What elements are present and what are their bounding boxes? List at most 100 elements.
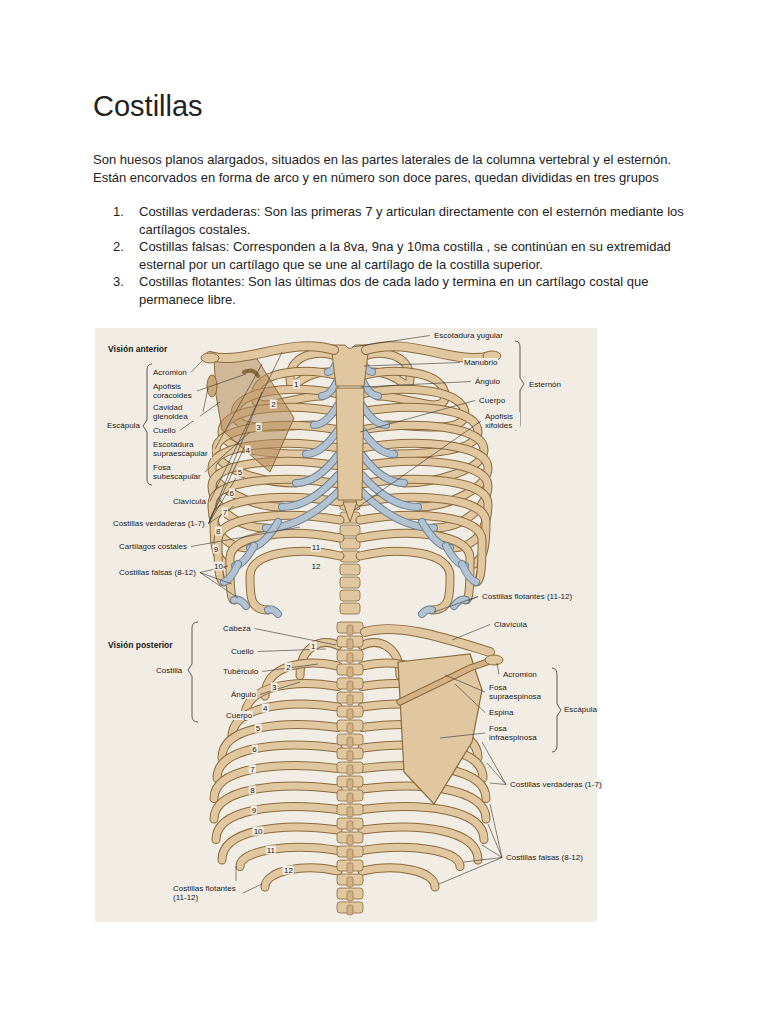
rib <box>360 425 484 483</box>
leader-line <box>482 742 506 785</box>
callout-number: 5 <box>255 724 261 733</box>
part-label: Apófisis coracoides <box>152 382 194 400</box>
spinous-process <box>347 905 353 915</box>
scapula <box>214 354 294 472</box>
spinous-process <box>347 751 353 761</box>
callout-number: 12 <box>283 866 294 875</box>
leader-line <box>497 663 499 675</box>
leader-line <box>445 675 485 692</box>
page-title: Costillas <box>93 89 203 123</box>
list-item: Costillas verdaderas: Son las primeras 7… <box>139 203 687 238</box>
rib-outline <box>362 847 460 866</box>
xiphoid-process <box>343 502 357 522</box>
rib <box>250 551 340 610</box>
cartilage-outline <box>314 405 338 425</box>
anterior-view <box>201 345 501 614</box>
bracket <box>552 668 561 752</box>
callout-number: 7 <box>249 765 255 774</box>
scapular-spine <box>400 661 490 702</box>
leader-line <box>490 783 506 785</box>
part-label: Cartílagos costales <box>118 542 188 551</box>
rib <box>360 551 450 610</box>
part-label: Fosa supraespinosa <box>488 683 546 701</box>
list-item: Costillas flotantes: Son las últimas dos… <box>139 273 687 308</box>
list-marker: 3. <box>113 273 124 291</box>
leader-line <box>243 884 262 893</box>
vertebra <box>340 590 360 601</box>
costal-cartilage <box>422 610 432 615</box>
costal-cartilage <box>362 405 386 425</box>
clavicle-outline <box>210 346 334 358</box>
sternum-body <box>336 388 364 500</box>
leader-line <box>455 684 485 713</box>
rib-outline <box>360 551 450 610</box>
callout-number: 10 <box>253 826 264 835</box>
leader-line <box>209 478 236 524</box>
leader-line <box>354 421 481 510</box>
group-label: Costillas flotantes (11-12) <box>481 592 573 601</box>
spinous-process <box>347 807 353 817</box>
illustration-ground <box>95 328 597 922</box>
callout-number: 1 <box>310 642 316 651</box>
posterior-view <box>214 622 503 915</box>
part-label: Acromion <box>502 670 538 679</box>
leader-line <box>434 597 478 613</box>
part-label: Ángulo <box>230 690 257 699</box>
list-item: Costillas falsas: Corresponden a la 8va,… <box>139 238 687 273</box>
callout-number: 9 <box>213 544 219 553</box>
part-label: Cuerpo <box>478 396 506 405</box>
leader-line <box>255 629 336 646</box>
cartilage-outline <box>362 430 394 454</box>
spinous-process <box>347 849 353 859</box>
callout-number: 6 <box>251 744 257 753</box>
leader-line <box>439 858 502 885</box>
callout-number: 8 <box>249 785 255 794</box>
part-label: Espina <box>488 708 514 717</box>
leader-line <box>487 763 506 785</box>
spinous-process <box>347 653 353 663</box>
leader-line <box>191 527 300 547</box>
part-label: Cuerpo <box>225 711 253 720</box>
spinous-process <box>347 863 353 873</box>
leader-line <box>209 506 234 524</box>
spinous-process <box>347 737 353 747</box>
group-label: Costilla <box>155 666 183 675</box>
spinous-process <box>347 793 353 803</box>
leader-line <box>203 388 208 412</box>
rib-outline <box>222 827 338 860</box>
cartilage-outline <box>306 430 338 454</box>
acromion <box>485 655 503 665</box>
part-label: Clavícula <box>172 497 207 506</box>
costal-cartilage <box>362 430 394 454</box>
spinous-process <box>347 779 353 789</box>
spinous-process <box>347 835 353 845</box>
vertebra <box>340 564 360 575</box>
spinous-process <box>347 667 353 677</box>
part-label: Cavidad glenoidea <box>152 403 200 421</box>
spinous-process <box>347 681 353 691</box>
cartilage-outline <box>462 564 476 582</box>
rib-outline <box>362 827 478 860</box>
spinous-process <box>347 877 353 887</box>
part-label: Escotadura supraescapular <box>152 440 212 458</box>
group-label: Escápula <box>106 421 141 430</box>
bracket <box>143 364 152 485</box>
callout-number: 2 <box>285 662 291 671</box>
callout-number: 11 <box>266 845 276 854</box>
view-heading: Visión posterior <box>107 641 174 650</box>
spinous-process <box>347 765 353 775</box>
part-label: Escotadura yugular <box>433 331 504 340</box>
spinous-process <box>347 639 353 649</box>
costal-cartilage <box>462 564 476 582</box>
rib <box>362 827 478 860</box>
list-marker: 2. <box>113 238 124 256</box>
scapular-spine-outline <box>400 661 490 702</box>
costal-cartilage <box>306 430 338 454</box>
group-label: Costillas falsas (8-12) <box>505 853 584 862</box>
cartilage-outline <box>268 610 278 615</box>
callout-number: 7 <box>222 508 228 517</box>
group-label: Costillas verdaderas (1-7) <box>509 780 603 789</box>
vertebra <box>340 525 360 536</box>
leader-line <box>209 392 262 524</box>
part-label: Apófisis xifoides <box>484 412 520 430</box>
